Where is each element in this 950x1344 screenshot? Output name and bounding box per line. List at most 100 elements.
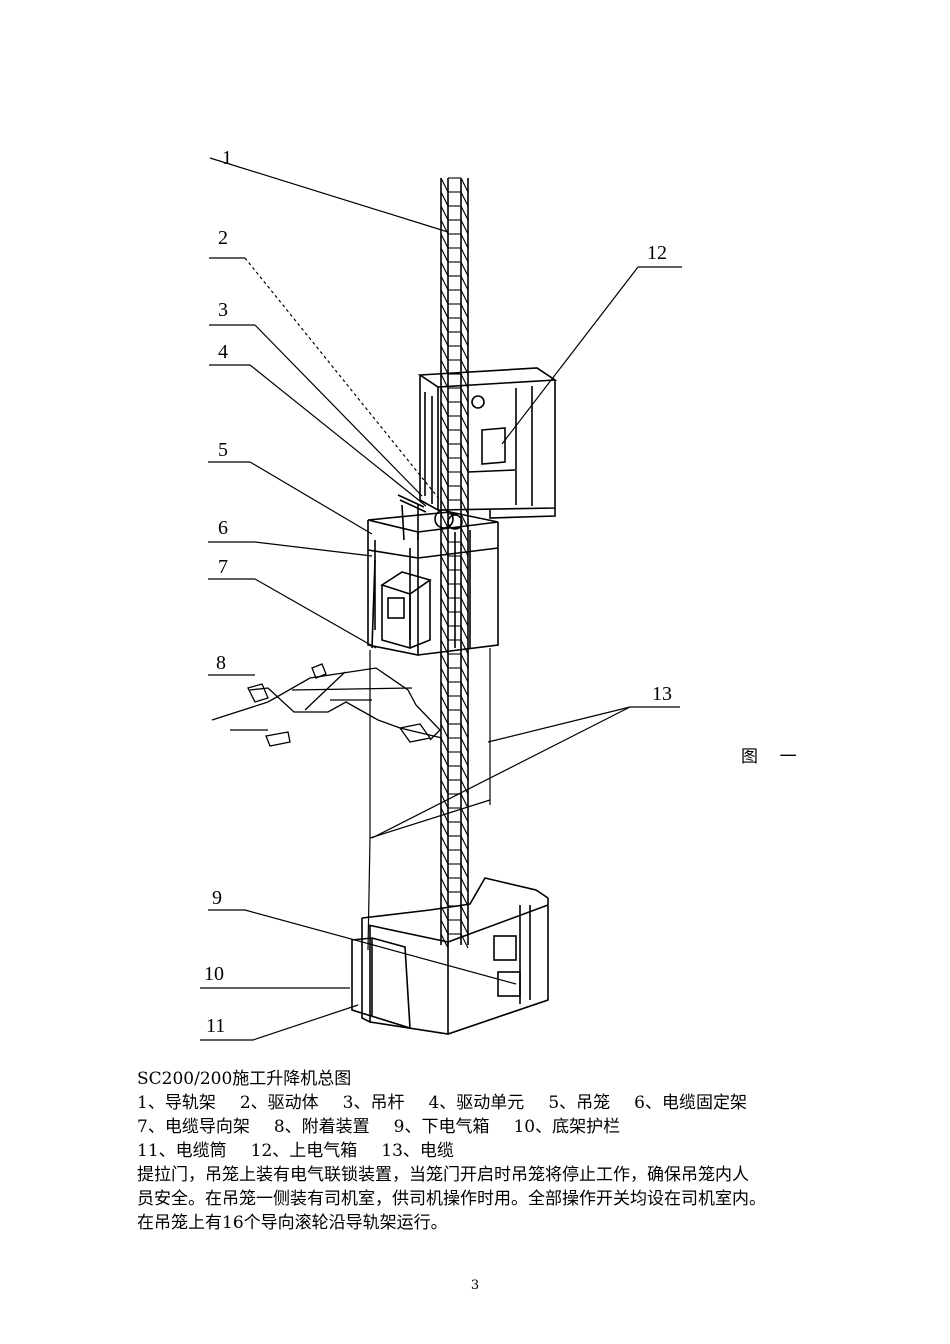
mast-brace: [460, 317, 469, 333]
mast-brace: [460, 653, 469, 669]
legend-item: 5、吊笼: [548, 1093, 611, 1113]
callout-5: 5: [218, 439, 228, 461]
legend-item: 13、电缆: [381, 1141, 454, 1161]
mast-brace: [440, 457, 449, 473]
mast-brace: [440, 737, 449, 753]
mast-brace: [460, 219, 469, 235]
mast-brace: [440, 205, 449, 221]
mast-brace: [440, 471, 449, 487]
mast-brace: [460, 457, 469, 473]
mast-brace: [460, 877, 469, 893]
mast-brace: [440, 485, 449, 501]
mast-brace: [460, 695, 469, 711]
callout-4: 4: [218, 341, 228, 363]
paragraph-line: 员安全。在吊笼一侧装有司机室，供司机操作时用。全部操作开关均设在司机室内。: [137, 1189, 766, 1209]
attachment-device: [211, 663, 443, 747]
mast-brace: [460, 177, 469, 193]
mast-brace: [460, 919, 469, 935]
mast-brace: [440, 191, 449, 207]
legend-item: 4、驱动单元: [428, 1093, 525, 1113]
callout-3: 3: [218, 299, 228, 321]
figure-title: SC200/200施工升降机总图: [137, 1069, 352, 1089]
mast-brace: [460, 289, 469, 305]
mast-brace: [440, 373, 449, 389]
callout-2: 2: [218, 227, 228, 249]
mast-brace: [460, 331, 469, 347]
mast-brace: [440, 667, 449, 683]
mast-brace: [440, 289, 449, 305]
callout-12: 12: [647, 242, 667, 264]
legend-item: 6、电缆固定架: [634, 1093, 747, 1113]
mast-brace: [460, 415, 469, 431]
legend-item: 2、驱动体: [239, 1093, 319, 1113]
mast-brace: [460, 639, 469, 655]
mast-brace: [440, 275, 449, 291]
mast-brace: [460, 807, 469, 823]
mast-brace: [440, 177, 449, 193]
mast-brace: [440, 653, 449, 669]
mast-brace: [460, 583, 469, 599]
mast-brace: [460, 443, 469, 459]
callout-13: 13: [652, 683, 672, 705]
mast-brace: [440, 835, 449, 851]
mast-brace: [440, 695, 449, 711]
legend-item: 12、上电气箱: [250, 1141, 358, 1161]
callout-10: 10: [204, 963, 224, 985]
hoist-assembly-drawing: 1 2 3 4 5 6 7 8 9 10 11 12 13: [200, 147, 682, 1041]
cage: [367, 494, 499, 656]
callout-6: 6: [218, 517, 228, 539]
mast-brace: [460, 191, 469, 207]
mast-brace: [440, 345, 449, 361]
mast-brace: [440, 317, 449, 333]
callout-11: 11: [206, 1015, 225, 1037]
mast-brace: [460, 205, 469, 221]
mast-brace: [440, 709, 449, 725]
mast-brace: [460, 765, 469, 781]
mast-brace: [440, 415, 449, 431]
leader-lines: [200, 157, 682, 1041]
mast-brace: [440, 891, 449, 907]
mast-brace: [460, 793, 469, 809]
mast-brace: [440, 261, 449, 277]
callout-7: 7: [218, 556, 228, 578]
callout-8: 8: [216, 652, 226, 674]
mast-brace: [460, 751, 469, 767]
mast-brace: [440, 331, 449, 347]
mast-brace: [440, 513, 449, 529]
mast-brace: [460, 429, 469, 445]
mast-brace: [460, 247, 469, 263]
upper-electrical-box: [417, 367, 558, 519]
callout-9: 9: [212, 887, 222, 909]
mast-brace: [440, 597, 449, 613]
mast-brace: [460, 471, 469, 487]
mast-brace: [460, 625, 469, 641]
mast-brace: [440, 877, 449, 893]
mast-brace: [460, 261, 469, 277]
mast-brace: [440, 303, 449, 319]
mast-brace: [460, 779, 469, 795]
page-number: 3: [470, 1278, 480, 1293]
mast-brace: [440, 751, 449, 767]
mast-brace: [440, 401, 449, 417]
mast-brace: [460, 345, 469, 361]
mast-brace: [440, 863, 449, 879]
mast-brace: [460, 681, 469, 697]
mast-brace: [460, 905, 469, 921]
figure-caption: 图 一: [741, 747, 797, 767]
mast-brace: [460, 387, 469, 403]
mast-brace: [460, 835, 469, 851]
mast-brace: [460, 485, 469, 501]
mast-brace: [460, 737, 469, 753]
mast-brace: [460, 401, 469, 417]
mast-brace: [440, 443, 449, 459]
mast-brace: [440, 359, 449, 375]
mast-brace: [460, 709, 469, 725]
mast-brace: [460, 527, 469, 543]
mast-brace: [460, 499, 469, 515]
mast-brace: [460, 275, 469, 291]
mast-brace: [440, 765, 449, 781]
mast-brace: [460, 569, 469, 585]
paragraph-line: 提拉门，吊笼上装有电气联锁装置，当笼门开启时吊笼将停止工作，确保吊笼内人: [137, 1165, 749, 1185]
mast: [440, 177, 469, 949]
